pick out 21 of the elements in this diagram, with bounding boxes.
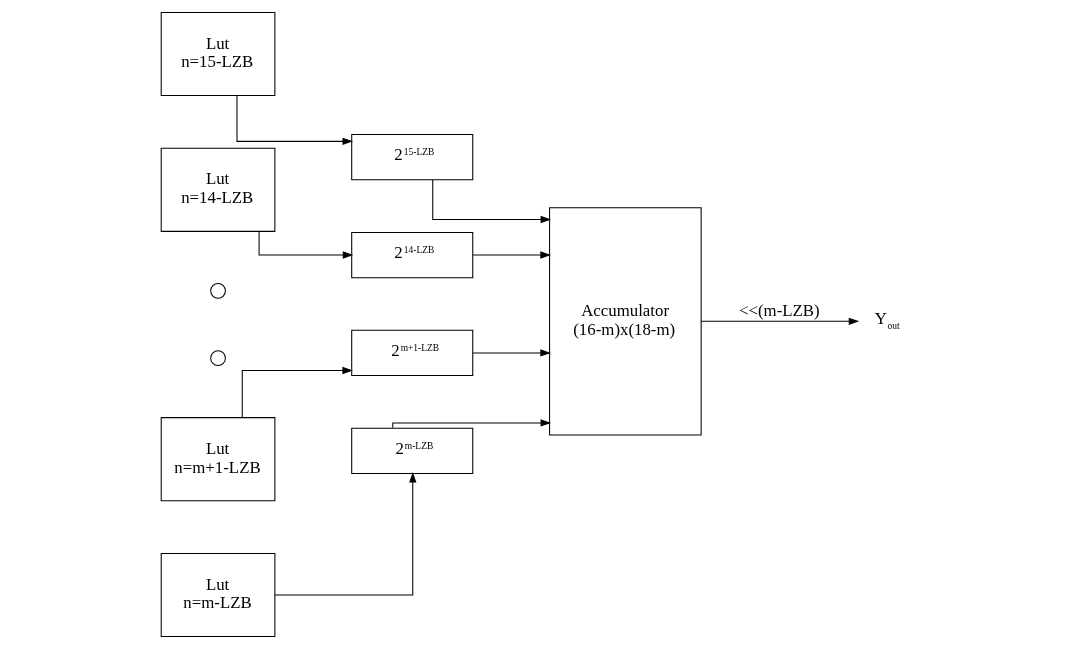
- node-circle: [209, 282, 226, 299]
- arrow: [258, 230, 353, 259]
- arrow: [241, 366, 353, 418]
- arrow: [472, 349, 551, 357]
- node-box: Lut n=14-LZB: [160, 147, 275, 232]
- node-box: Lut n=m-LZB: [160, 552, 275, 638]
- node-box: 2$^{15-LZB}$: [350, 134, 473, 181]
- arrow: [700, 317, 859, 326]
- node-box: Lut n=15-LZB: [160, 11, 275, 97]
- node-circle: [209, 350, 226, 367]
- node-box: Lut n=m+1-LZB: [160, 417, 275, 502]
- arrow: [431, 179, 551, 224]
- arrow: [235, 95, 353, 146]
- arrow: [273, 472, 416, 596]
- node-box: 2$^{m-LZB}$: [350, 427, 473, 474]
- node-box: 2$^{m+1-LZB}$: [350, 329, 473, 377]
- node-box: Accumulator (16-m)x(18-m): [548, 207, 702, 436]
- arrow: [472, 251, 551, 259]
- node-box: 2$^{14-LZB}$: [350, 231, 473, 279]
- node-text: Y$_{out}$: [874, 309, 900, 332]
- edge-label: <<(m-LZB): [738, 300, 820, 320]
